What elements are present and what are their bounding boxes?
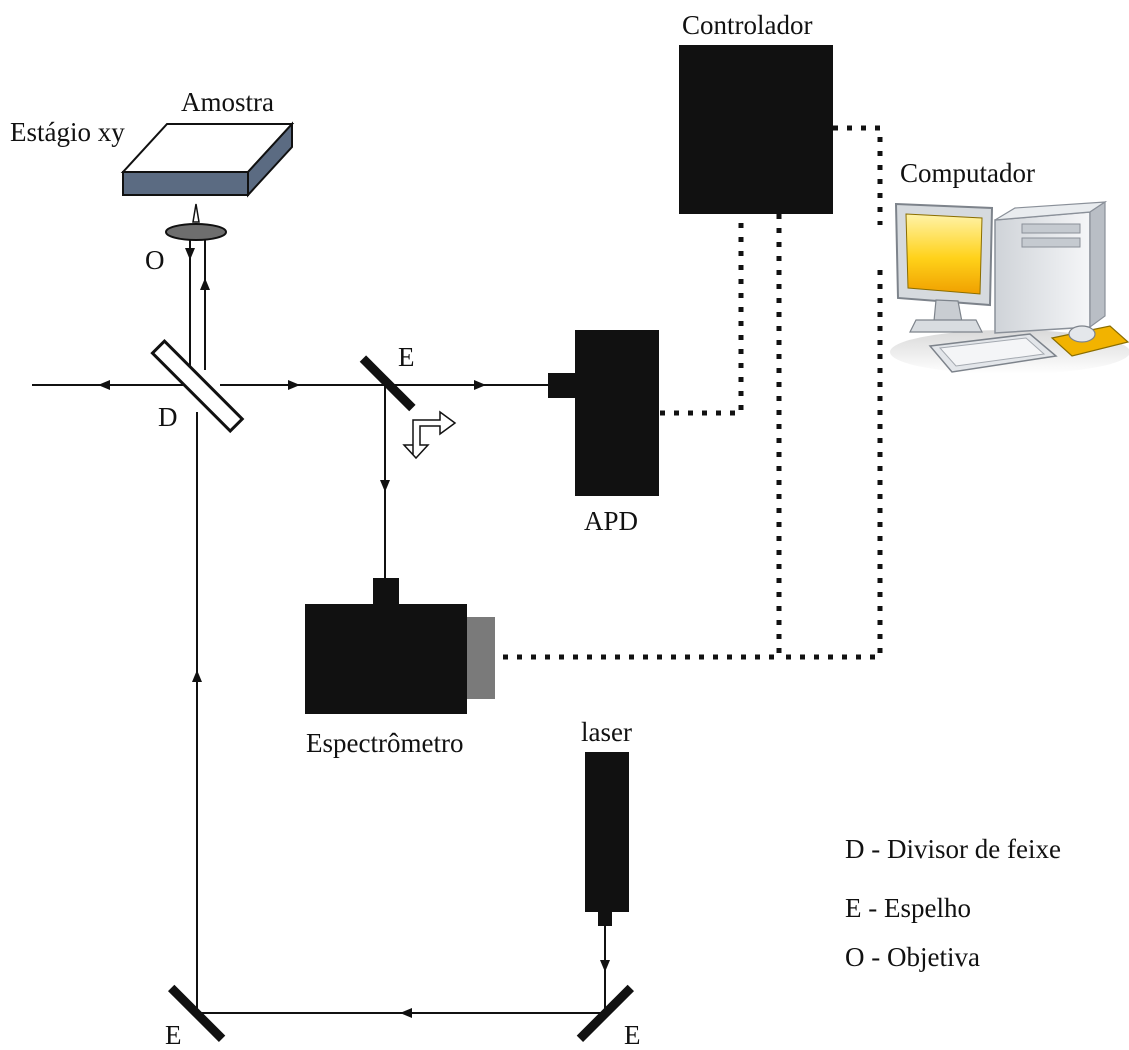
arrow-objective-down [185, 248, 195, 260]
legend-item: O - Objetiva [845, 942, 980, 972]
arrow-to-apd [474, 380, 486, 390]
label-controller: Controlador [682, 10, 812, 40]
legend-item: E - Espelho [845, 893, 971, 923]
arrow-to-spectrometer [380, 480, 390, 492]
arrow-objective-up [200, 278, 210, 290]
laser-source [585, 752, 629, 926]
cable-apd-controller [660, 214, 744, 416]
mirror-bottom-left [168, 984, 226, 1042]
label-mirror-bottom-left: E [165, 1020, 182, 1050]
computer-icon [890, 200, 1129, 374]
spectrometer-port [467, 617, 495, 699]
label-stage: Estágio xy [10, 117, 125, 147]
signal-cables [495, 125, 883, 660]
label-objective: O [145, 245, 165, 275]
mirror-bottom-right [576, 984, 634, 1042]
beam-arrowheads [98, 203, 610, 1018]
legend: D - Divisor de feixe E - Espelho O - Obj… [845, 834, 1061, 972]
stage-side-face [247, 121, 293, 198]
legend-item: D - Divisor de feixe [845, 834, 1061, 864]
label-sample: Amostra [181, 87, 274, 117]
arrow-incident [98, 380, 110, 390]
stage-front-face [122, 171, 249, 196]
label-mirror-bottom-right: E [624, 1020, 641, 1050]
arrow-left-up [192, 670, 202, 682]
mirror-top [359, 355, 416, 412]
label-laser: laser [581, 717, 632, 747]
labels: Controlador Amostra Estágio xy Computado… [10, 10, 1035, 1050]
arrow-focus [192, 203, 200, 223]
arrow-laser-down [600, 960, 610, 972]
spectrometer [305, 578, 495, 714]
cable-computer-bus [779, 270, 883, 660]
controller-box [679, 45, 833, 214]
label-splitter: D [158, 402, 178, 432]
label-apd: APD [584, 506, 638, 536]
cable-controller-computer [833, 125, 883, 225]
beam-splitter [150, 339, 245, 434]
apd-detector [548, 330, 659, 496]
sample-stage [120, 121, 295, 198]
arrow-bottom-left [400, 1008, 412, 1018]
label-spectrometer: Espectrômetro [306, 728, 463, 758]
objective-lens [165, 223, 227, 241]
reflection-arrow-icon [402, 410, 457, 460]
label-mirror-top: E [398, 342, 415, 372]
arrow-to-mirror [288, 380, 300, 390]
label-computer: Computador [900, 158, 1035, 188]
cable-controller-spectrometer [495, 214, 782, 660]
